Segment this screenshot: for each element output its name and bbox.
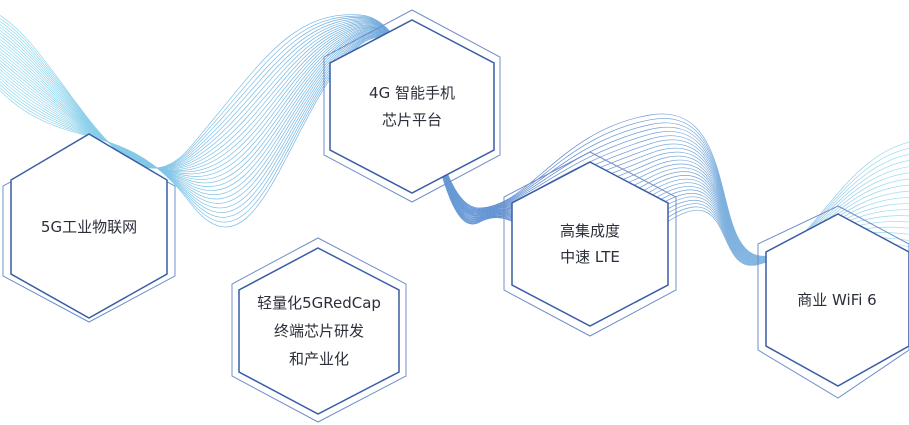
hexagon-phone (323, 9, 501, 203)
node-label-redcap: 轻量化5GRedCap 终端芯片研发 和产业化 (236, 288, 402, 376)
node-label-phone-line-1: 4G 智能手机 (369, 84, 455, 103)
node-label-redcap-line-2: 终端芯片研发 (273, 322, 364, 341)
hexagon-iot (2, 133, 176, 323)
wave-line (0, 34, 909, 272)
wave-line (0, 23, 909, 259)
node-label-wifi: 商业 WiFi 6 (772, 278, 902, 322)
wave-line (0, 36, 909, 297)
wave-line (0, 33, 909, 263)
wave-line (0, 35, 909, 284)
wave-line (0, 15, 909, 257)
node-label-phone-line-2: 芯片平台 (381, 110, 442, 129)
wave-line (0, 35, 909, 278)
wave-line (0, 14, 909, 257)
node-label-iot-line-1: 5G工业物联网 (40, 217, 138, 236)
hexagon-redcap (231, 237, 407, 423)
wave-line (0, 36, 909, 291)
wave-line (0, 24, 909, 260)
node-label-iot: 5G工业物联网 (11, 180, 167, 274)
wave-line (0, 33, 909, 266)
wave-line (0, 22, 909, 259)
node-label-phone: 4G 智能手机 芯片平台 (330, 63, 494, 150)
node-label-lte: 高集成度 中速 LTE (512, 203, 668, 285)
wave-line (0, 32, 909, 263)
wave-line (0, 26, 909, 260)
hexagon-lte (503, 151, 677, 337)
node-label-redcap-line-1: 轻量化5GRedCap (257, 294, 381, 313)
wave-line (0, 29, 909, 262)
wave-line (0, 29, 909, 261)
wave-line (0, 31, 909, 263)
wave-line (0, 30, 909, 262)
wave-line (0, 27, 909, 261)
wave-line (0, 25, 909, 260)
node-label-wifi-line-1: 商业 WiFi 6 (797, 290, 877, 309)
wave-line (0, 21, 909, 259)
node-label-lte-line-2: 中速 LTE (560, 248, 620, 266)
node-label-lte-line-1: 高集成度 (559, 221, 620, 240)
hexagon-wifi (757, 205, 909, 399)
wave-line (0, 28, 909, 261)
node-label-redcap-line-3: 和产业化 (288, 349, 349, 368)
wave-line (0, 20, 909, 258)
